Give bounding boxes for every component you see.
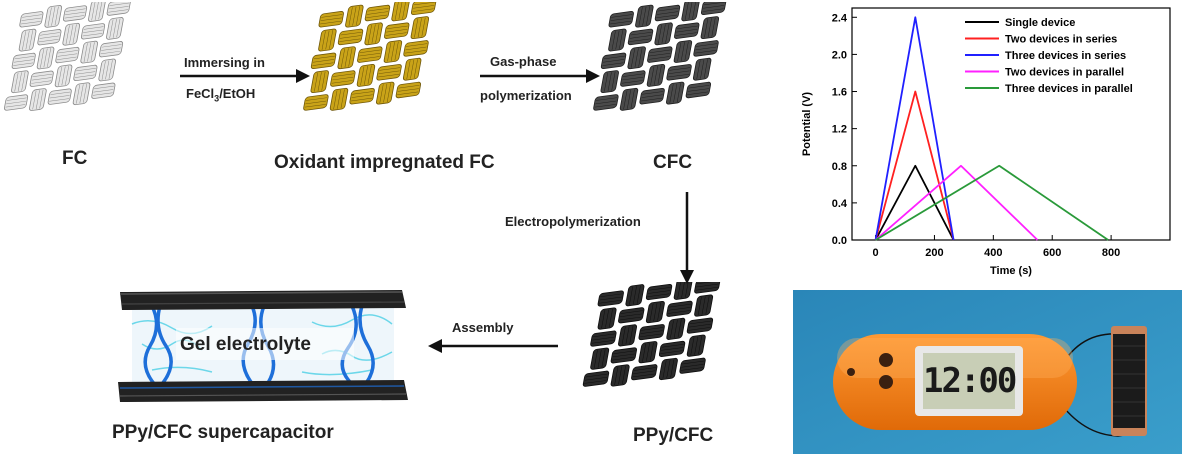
y-tick-label: 0.0 [832,235,847,247]
fabric-weave-cell [88,2,106,22]
fabric-weave-cell [681,2,700,22]
arrow-gas-phase [480,69,600,83]
x-tick-label: 800 [1102,247,1120,259]
legend-label: Two devices in parallel [1005,67,1124,79]
series-line [874,90,955,241]
label-fc: FC [62,148,88,169]
y-tick-label: 1.6 [832,87,847,99]
step-immersing-line2: FeCl3/EtOH [186,86,256,104]
label-cfc: CFC [653,152,693,173]
x-tick-label: 600 [1043,247,1061,259]
supercapacitor-image [118,290,408,402]
fabric-weave-cell [700,2,727,16]
x-axis-label: Time (s) [990,265,1032,277]
legend-label: Single device [1005,17,1075,29]
fabric-fc-image [3,2,131,111]
step-gas-line2: polymerization [480,88,572,103]
x-tick-label: 200 [925,247,943,259]
fabric-ppy-cfc-image [582,282,721,387]
clock-display: 12:00 [923,361,1017,401]
arrow-electro [680,192,694,284]
series-line [874,16,955,241]
chart-frame [851,7,1171,241]
arrow-immersing [180,69,310,83]
series-line [874,164,955,241]
y-tick-label: 0.8 [832,161,847,173]
x-tick-label: 400 [984,247,1002,259]
legend-label: Three devices in series [1005,50,1126,62]
fabric-oxidant-image [303,2,437,111]
label-supercapacitor: PPy/CFC supercapacitor [112,422,334,443]
series-line [874,164,1039,241]
arrow-assembly [428,339,558,353]
y-tick-label: 1.2 [832,124,847,136]
fabric-weave-cell [391,2,410,22]
legend-label: Three devices in parallel [1005,83,1133,95]
step-gas-line1: Gas-phase [490,54,557,69]
step-electro: Electropolymerization [505,214,641,229]
series-line [875,164,1109,241]
device-photo-illustration [793,290,1182,454]
label-ppy-cfc: PPy/CFC [633,425,714,446]
scheme-panel: FC Oxidant impregnated FC CFC PPy/CFC PP… [3,2,727,446]
device-photo: 12:00 [793,290,1182,454]
step-assembly: Assembly [452,320,514,335]
y-axis-label: Potential (V) [801,92,813,157]
y-tick-label: 2.0 [832,49,847,61]
y-tick-label: 0.4 [832,198,848,210]
y-tick-label: 2.4 [832,12,848,24]
fabric-weave-cell [410,2,437,16]
label-oxidant-fc: Oxidant impregnated FC [274,152,495,173]
fabric-cfc-image [593,2,727,111]
x-tick-label: 0 [872,247,878,259]
label-gel-electrolyte: Gel electrolyte [180,334,311,355]
step-immersing-line1: Immersing in [184,55,265,70]
legend-label: Two devices in series [1005,34,1117,46]
